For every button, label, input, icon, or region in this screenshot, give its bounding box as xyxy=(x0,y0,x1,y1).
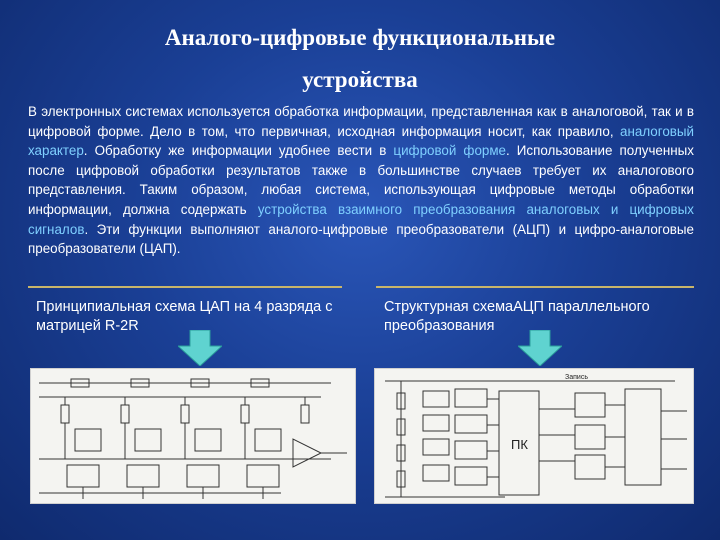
dac-schematic xyxy=(30,368,356,504)
highlight-analog-character: аналоговый характер xyxy=(28,123,694,159)
down-arrow-icon-left xyxy=(178,330,222,366)
left-divider xyxy=(28,286,342,288)
write-label: Запись xyxy=(565,374,588,381)
adc-schematic: ПК Запись xyxy=(374,368,694,504)
right-divider xyxy=(376,286,694,288)
highlight-digital-form: цифровой форме xyxy=(393,143,506,159)
highlight-conversion-devices: устройства взаимного преобразования анал… xyxy=(28,201,694,237)
dac-circuit-diagram xyxy=(39,378,347,499)
paragraph-text-2: . Обработку же информации удобнее вести … xyxy=(83,143,394,159)
slide-title-line1: Аналого-цифровые функциональные xyxy=(164,25,556,50)
left-caption: Принципиальная схема ЦАП на 4 разряда с … xyxy=(36,299,333,334)
adc-circuit-diagram: ПК Запись xyxy=(385,374,687,498)
pk-block-label: ПК xyxy=(511,437,528,452)
right-caption: Структурная схемаАЦП параллельного преоб… xyxy=(384,299,650,334)
down-arrow-icon-right xyxy=(518,330,562,366)
paragraph-text-3: . Использование полученных после цифрово… xyxy=(28,143,694,217)
paragraph-text-4: . Эти функции выполняют аналого-цифровые… xyxy=(28,221,694,257)
intro-paragraph: В электронных системах используется обра… xyxy=(28,102,694,259)
paragraph-text-1: В электронных системах используется обра… xyxy=(28,104,694,139)
slide-title-line2: устройства xyxy=(302,67,418,92)
